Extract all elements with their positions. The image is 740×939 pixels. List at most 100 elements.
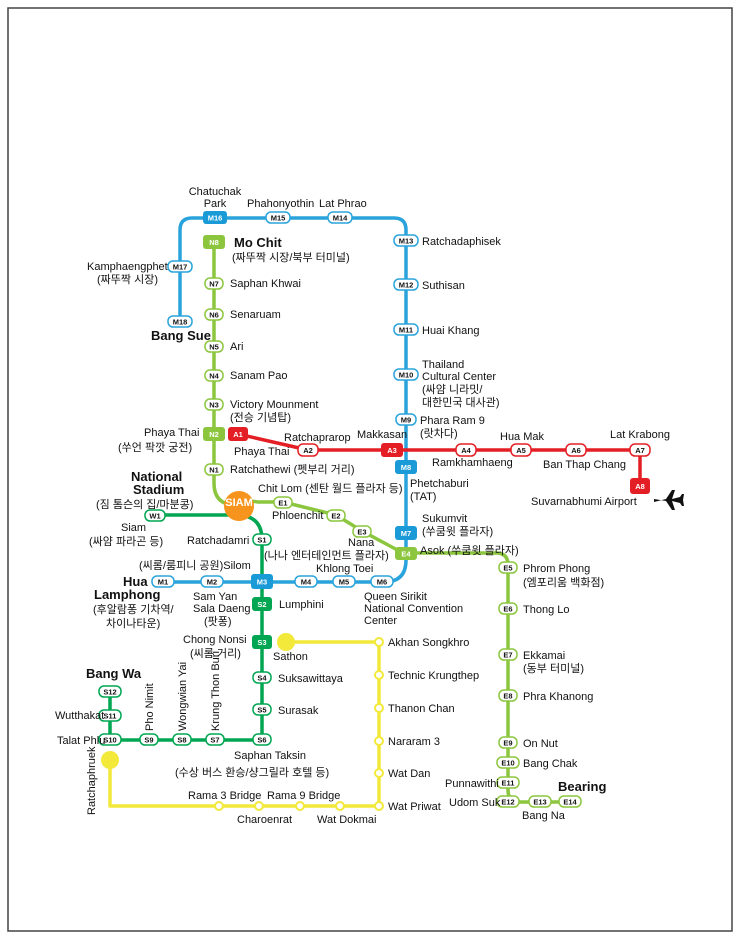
station-E6[interactable]: E6	[498, 602, 518, 615]
station-code: E10	[501, 759, 514, 768]
station-A4[interactable]: A4	[455, 443, 477, 457]
label-phrakhanong: Phra Khanong	[523, 691, 593, 703]
station-M2[interactable]: M2	[200, 575, 224, 588]
station-A1[interactable]: A1	[228, 427, 248, 441]
station-A2[interactable]: A2	[297, 443, 319, 457]
station-M10[interactable]: M10	[393, 368, 419, 381]
label-banthap: Ban Thap Chang	[543, 459, 626, 471]
station-M4[interactable]: M4	[294, 575, 318, 588]
station-E7[interactable]: E7	[498, 648, 518, 661]
station-E4[interactable]: E4	[395, 547, 417, 560]
station-charoenrat[interactable]	[254, 801, 264, 811]
station-E8[interactable]: E8	[498, 689, 518, 702]
station-code: S1	[257, 536, 266, 545]
station-S9[interactable]: S9	[139, 733, 159, 746]
station-M18[interactable]: M18	[167, 315, 193, 328]
station-N6[interactable]: N6	[204, 308, 224, 321]
station-A3[interactable]: A3	[381, 443, 403, 457]
station-S1[interactable]: S1	[252, 533, 272, 546]
station-A5[interactable]: A5	[510, 443, 532, 457]
station-technic[interactable]	[374, 670, 384, 680]
station-S5[interactable]: S5	[252, 703, 272, 716]
station-watpriwat[interactable]	[374, 801, 384, 811]
label-hua: Hua	[123, 574, 148, 589]
station-code: S9	[144, 736, 153, 745]
station-E9[interactable]: E9	[498, 736, 518, 749]
station-code: M18	[173, 318, 188, 327]
station-S7[interactable]: S7	[205, 733, 225, 746]
station-E2[interactable]: E2	[326, 509, 346, 522]
station-N7[interactable]: N7	[204, 277, 224, 290]
station-A8[interactable]: A8	[630, 478, 650, 494]
station-S10[interactable]: S10	[98, 733, 122, 746]
station-N1[interactable]: N1	[204, 463, 224, 476]
station-M17[interactable]: M17	[167, 260, 193, 273]
station-code: E8	[503, 692, 512, 701]
station-CS-siam[interactable]: SIAM	[224, 491, 254, 521]
label-phonimit: Pho Nimit	[144, 683, 156, 731]
station-S8[interactable]: S8	[172, 733, 192, 746]
station-E5[interactable]: E5	[498, 561, 518, 574]
station-M12[interactable]: M12	[393, 278, 419, 291]
station-code: M5	[339, 578, 349, 587]
station-code: E13	[533, 798, 546, 807]
station-akhan[interactable]	[374, 637, 384, 647]
station-W1[interactable]: W1	[144, 509, 166, 522]
station-E1[interactable]: E1	[273, 496, 293, 509]
station-code: E9	[503, 739, 512, 748]
station-S6[interactable]: S6	[252, 733, 272, 746]
blue-line	[163, 216, 408, 584]
label-victoryk: (전승 기념탑)	[230, 411, 291, 424]
station-code: S7	[210, 736, 219, 745]
station-A7[interactable]: A7	[629, 443, 651, 457]
station-S11[interactable]: S11	[98, 709, 122, 722]
station-M14[interactable]: M14	[327, 211, 353, 224]
label-tcc4: 대한민국 대사관)	[422, 396, 500, 409]
station-N8[interactable]: N8	[203, 235, 225, 249]
station-E3[interactable]: E3	[352, 525, 372, 538]
station-M1[interactable]: M1	[151, 575, 175, 588]
station-M16[interactable]: M16	[203, 211, 227, 224]
station-E10[interactable]: E10	[496, 756, 520, 769]
station-M3[interactable]: M3	[251, 574, 273, 589]
station-M6[interactable]: M6	[370, 575, 394, 588]
station-code: S4	[257, 674, 267, 683]
station-rama3[interactable]	[214, 801, 224, 811]
station-S12[interactable]: S12	[98, 685, 122, 698]
station-S3[interactable]: S3	[252, 635, 272, 649]
station-sathon[interactable]	[277, 633, 295, 651]
station-thanon[interactable]	[374, 703, 384, 713]
label-senaruam: Senaruam	[230, 309, 281, 321]
station-N3[interactable]: N3	[204, 398, 224, 411]
station-M11[interactable]: M11	[393, 323, 419, 336]
label-victory: Victory Mounment	[230, 399, 318, 411]
station-A6[interactable]: A6	[565, 443, 587, 457]
station-S2[interactable]: S2	[252, 597, 272, 611]
label-ram9k: (랏차다)	[420, 427, 458, 440]
label-watpriwat: Wat Priwat	[388, 801, 441, 813]
station-N4[interactable]: N4	[204, 369, 224, 382]
station-watdan[interactable]	[374, 768, 384, 778]
station-E11[interactable]: E11	[496, 776, 520, 789]
station-M7[interactable]: M7	[395, 526, 417, 540]
station-N5[interactable]: N5	[204, 340, 224, 353]
station-ratchaphruek[interactable]	[101, 751, 119, 769]
station-M15[interactable]: M15	[265, 211, 291, 224]
station-E14[interactable]: E14	[558, 795, 582, 808]
station-E12[interactable]: E12	[496, 795, 520, 808]
station-N2[interactable]: N2	[203, 427, 225, 441]
station-M8[interactable]: M8	[395, 460, 417, 474]
station-M5[interactable]: M5	[332, 575, 356, 588]
station-rama9[interactable]	[295, 801, 305, 811]
station-M9[interactable]: M9	[395, 413, 417, 426]
station-S4[interactable]: S4	[252, 671, 272, 684]
label-phayathaik: (쑤언 팍깟 궁전)	[118, 441, 192, 454]
station-M13[interactable]: M13	[393, 234, 419, 247]
station-watdokmai[interactable]	[335, 801, 345, 811]
station-code: S3	[257, 638, 266, 647]
station-nararam[interactable]	[374, 736, 384, 746]
label-wongwian: Wongwian Yai	[177, 662, 189, 731]
station-E13[interactable]: E13	[528, 795, 552, 808]
label-charoenrat: Charoenrat	[237, 814, 292, 826]
label-kamphaeng: Kamphaengphet	[87, 261, 168, 273]
